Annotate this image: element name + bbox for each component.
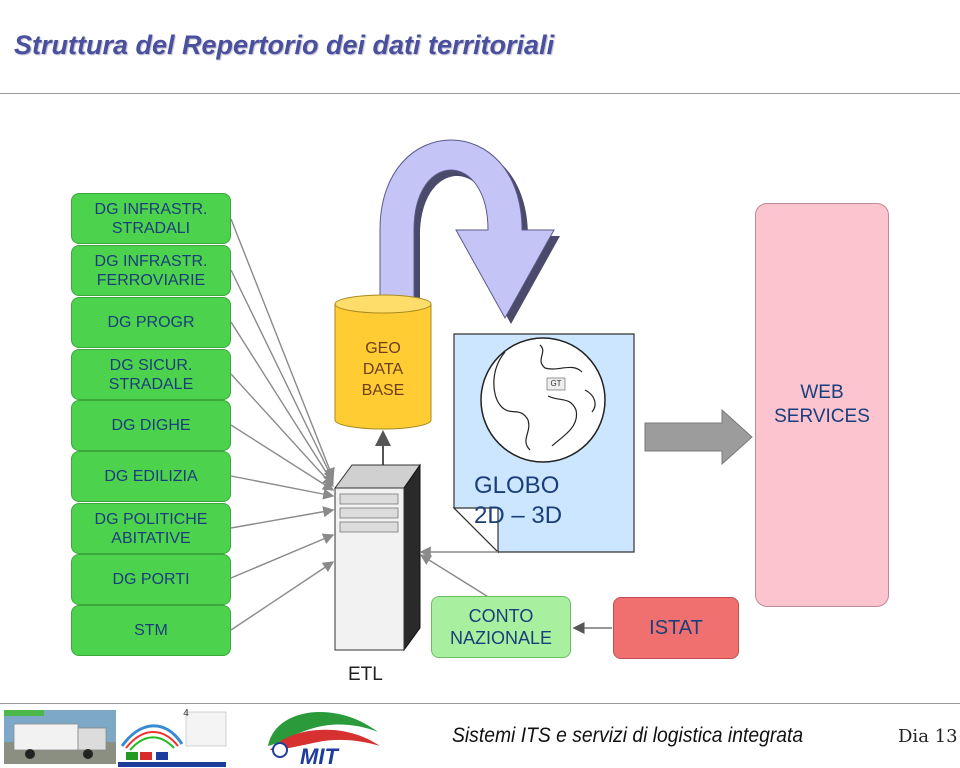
web-services-line: SERVICES — [774, 406, 870, 427]
curved-arrow — [379, 139, 560, 336]
globe-label[interactable]: GLOBO 2D – 3D — [474, 471, 584, 531]
slide-title: Struttura del Repertorio dei dati territ… — [14, 30, 555, 60]
source-label-line: STM — [134, 622, 168, 639]
source-label-line: STRADALE — [108, 375, 194, 393]
connector-2 — [230, 269, 334, 482]
source-box-stm[interactable]: STM — [71, 605, 231, 656]
conto-to-etl-line — [419, 554, 491, 599]
mit-logo: MIT — [268, 712, 380, 768]
source-label-line: DG DIGHE — [111, 417, 191, 434]
etl-server — [334, 463, 421, 652]
globe-label-line1: GLOBO — [474, 472, 560, 499]
source-label-line: DG PORTI — [112, 571, 190, 588]
source-label-line: FERROVIARIE — [96, 271, 206, 289]
globe-badge: GT — [550, 379, 562, 388]
globe-label-line2: 2D – 3D — [474, 502, 563, 529]
conto-line: NAZIONALE — [449, 628, 553, 648]
connector-6 — [230, 475, 335, 500]
source-connectors — [230, 218, 335, 631]
source-label-line: DG EDILIZIA — [104, 468, 198, 485]
db-label-line: DATA — [362, 361, 404, 378]
source-box-dg-porti[interactable]: DG PORTI — [71, 554, 231, 605]
source-label-line: ABITATIVE — [111, 529, 191, 547]
source-box-dg-dighe[interactable]: DG DIGHE — [71, 400, 231, 451]
source-box-dg-infrastr-stradali[interactable]: DG INFRASTR. STRADALI — [71, 193, 231, 244]
connector-3 — [230, 321, 334, 485]
source-label-line: DG INFRASTR. — [94, 200, 208, 218]
source-box-dg-sicur-stradale[interactable]: DG SICUR. STRADALE — [71, 349, 231, 400]
title-divider — [0, 93, 960, 94]
conto-line: CONTO — [468, 606, 534, 626]
geo-database-label[interactable]: GEO DATA BASE — [335, 338, 431, 401]
source-label-line: DG INFRASTR. — [94, 252, 208, 270]
web-services-line: WEB — [800, 382, 844, 403]
db-label-line: GEO — [365, 340, 401, 357]
globe-document — [452, 333, 635, 554]
source-box-dg-politiche-abitative[interactable]: DG POLITICHE ABITATIVE — [71, 503, 231, 554]
connector-1 — [230, 218, 335, 480]
slide-number: Dia 13 — [898, 726, 958, 747]
istat-box[interactable]: ISTAT — [613, 597, 739, 659]
geo-database-cylinder — [334, 294, 432, 430]
source-box-dg-edilizia[interactable]: DG EDILIZIA — [71, 451, 231, 502]
connector-7 — [230, 506, 335, 529]
source-label-line: DG PROGR — [107, 314, 195, 331]
svg-text:MIT: MIT — [300, 744, 339, 768]
connector-8 — [230, 533, 335, 579]
page-marker: 4 — [183, 708, 189, 719]
interreg-logo — [0, 706, 232, 768]
globe-to-web-arrow — [644, 408, 753, 466]
etl-label: ETL — [348, 664, 383, 685]
source-box-dg-infrastr-ferroviarie[interactable]: DG INFRASTR. FERROVIARIE — [71, 245, 231, 296]
web-services-box[interactable]: WEB SERVICES — [755, 203, 889, 607]
source-label-line: DG POLITICHE — [94, 510, 208, 528]
db-label-line: BASE — [361, 382, 405, 399]
footer-text: Sistemi ITS e servizi di logistica integ… — [452, 724, 804, 747]
source-label-line: DG SICUR. — [109, 356, 193, 374]
conto-nazionale-box[interactable]: CONTO NAZIONALE — [431, 596, 571, 658]
source-label-line: STRADALI — [111, 219, 191, 237]
source-box-dg-progr[interactable]: DG PROGR — [71, 297, 231, 348]
connector-9 — [230, 561, 335, 631]
footer-divider — [0, 703, 960, 704]
connector-4 — [230, 373, 334, 488]
connector-5 — [230, 424, 335, 491]
